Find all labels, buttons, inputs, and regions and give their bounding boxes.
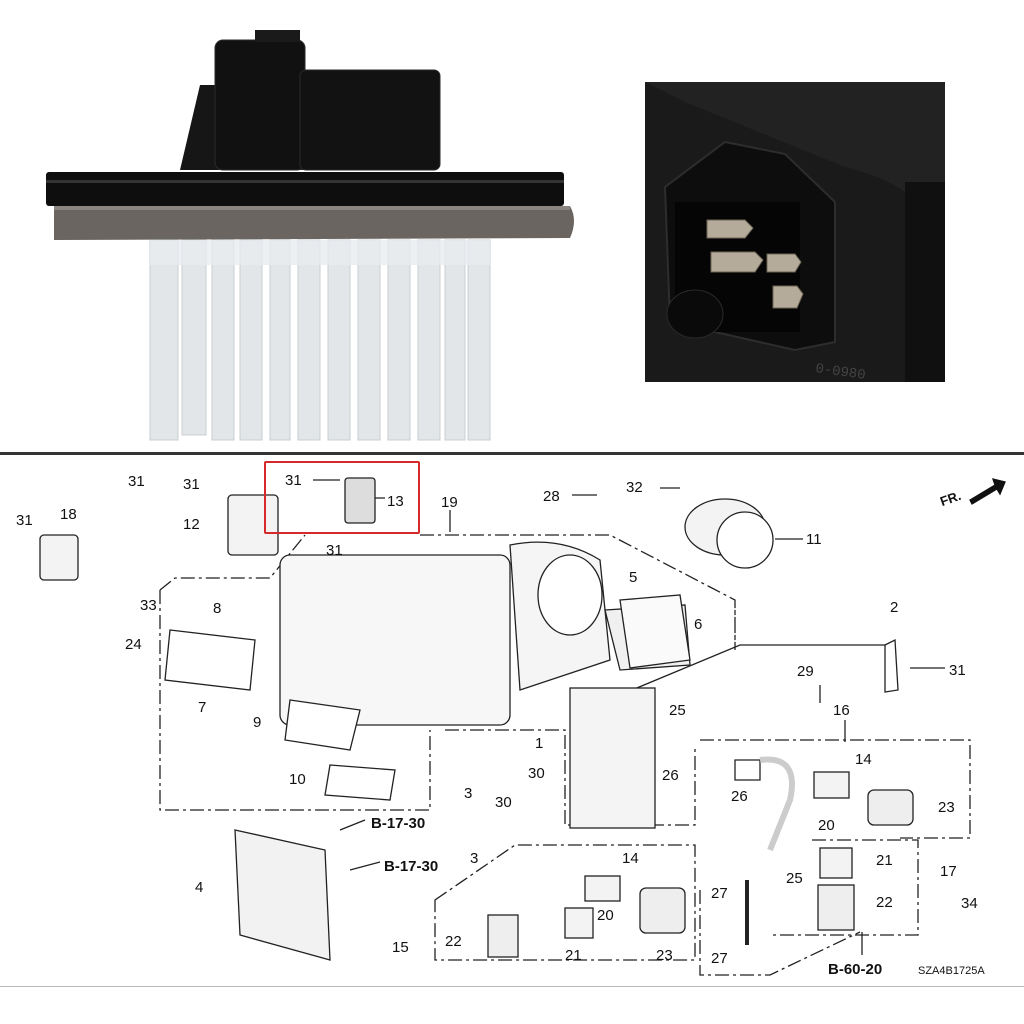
callout-10: 10 [289, 771, 306, 788]
callout-17: 17 [940, 863, 957, 880]
callout-20: 20 [597, 907, 614, 924]
callout-28: 28 [543, 488, 560, 505]
callout-25: 25 [786, 870, 803, 887]
section-divider [0, 452, 1024, 455]
callout-30: 30 [495, 794, 512, 811]
callout-31: 31 [326, 542, 343, 559]
callout-14: 14 [855, 751, 872, 768]
callout-23: 23 [938, 799, 955, 816]
callout-24: 24 [125, 636, 142, 653]
callout-25: 25 [669, 702, 686, 719]
reference-b-17-30: B-17-30 [371, 815, 426, 832]
callout-31: 31 [183, 476, 200, 493]
callout-16: 16 [833, 702, 850, 719]
parts-diagram: FR. 31 18 31 31 12 31 13 19 31 33 24 8 7… [0, 455, 1024, 985]
stamped-text: 0-0980 [814, 361, 866, 382]
callout-1: 1 [535, 735, 544, 752]
diagram-linework [39, 477, 1006, 976]
callout-30: 30 [528, 765, 545, 782]
callout-31: 31 [16, 512, 33, 529]
callout-6: 6 [694, 616, 703, 633]
callout-26: 26 [731, 788, 748, 805]
callout-4: 4 [195, 879, 204, 896]
callout-31: 31 [285, 472, 302, 489]
reference-b-60-20: B-60-20 [828, 961, 883, 978]
callout-21: 21 [565, 947, 582, 964]
callout-18: 18 [60, 506, 77, 523]
callout-2: 2 [890, 599, 899, 616]
callout-21: 21 [876, 852, 893, 869]
resistor-photo-connector: 0-0980 [645, 82, 945, 384]
callout-34: 34 [961, 895, 978, 912]
callout-33: 33 [140, 597, 157, 614]
resistor-photo-side [40, 30, 580, 450]
bottom-divider [0, 986, 1024, 987]
callout-22: 22 [876, 894, 893, 911]
callout-32: 32 [626, 479, 643, 496]
callout-31: 31 [128, 473, 145, 490]
callout-8: 8 [213, 600, 222, 617]
callout-29: 29 [797, 663, 814, 680]
callout-20: 20 [818, 817, 835, 834]
callout-3: 3 [470, 850, 479, 867]
callout-27: 27 [711, 950, 728, 967]
callout-19: 19 [441, 494, 458, 511]
callout-31: 31 [949, 662, 966, 679]
callout-15: 15 [392, 939, 409, 956]
callout-3: 3 [464, 785, 473, 802]
callout-14: 14 [622, 850, 639, 867]
callout-23: 23 [656, 947, 673, 964]
callout-22: 22 [445, 933, 462, 950]
diagram-code: SZA4B1725A [918, 965, 985, 977]
callout-11: 11 [806, 531, 822, 548]
callout-26: 26 [662, 767, 679, 784]
callout-12: 12 [183, 516, 200, 533]
callout-13: 13 [387, 493, 404, 510]
connector-image: 0-0980 [645, 82, 945, 384]
resistor-side-image [46, 30, 574, 441]
callout-9: 9 [253, 714, 262, 731]
callout-27: 27 [711, 885, 728, 902]
reference-b-17-30: B-17-30 [384, 858, 439, 875]
highlight-resistor-box [264, 461, 420, 534]
callout-7: 7 [198, 699, 207, 716]
callout-5: 5 [629, 569, 638, 586]
